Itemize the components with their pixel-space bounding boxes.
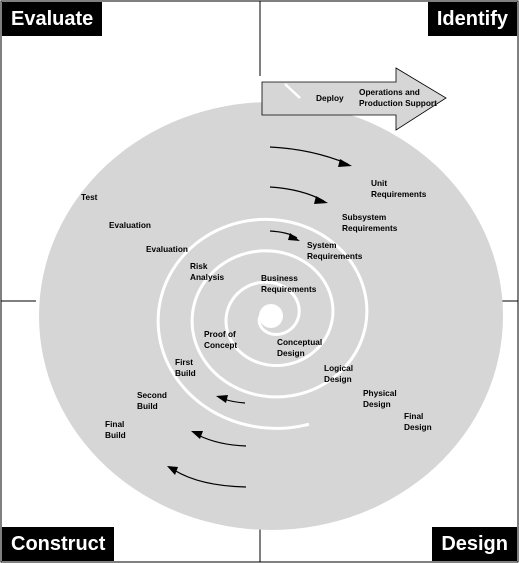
system-req-arrowhead: [288, 233, 300, 241]
second-build-label-line2: Build: [137, 401, 158, 411]
requirement-progress-arrows: [269, 146, 352, 241]
system-req-label-line2: Requirements: [307, 251, 363, 261]
physical-design-label-line2: Design: [363, 399, 391, 409]
operations-label-line2: Production Support: [359, 98, 437, 108]
proof-of-concept-label-line1: Proof of: [204, 329, 236, 339]
evaluation-inner-label: Evaluation: [146, 244, 188, 254]
proof-of-concept-label-line2: Concept: [204, 340, 237, 350]
physical-design-label-line1: Physical: [363, 388, 397, 398]
quadrant-identify: Identify: [427, 2, 517, 36]
quadrant-construct: Construct: [2, 527, 115, 561]
subsystem-req-label-line1: Subsystem: [342, 212, 386, 222]
business-req-label-line2: Requirements: [261, 284, 317, 294]
business-req-label-line1: Business: [261, 273, 298, 283]
risk-analysis-label-line2: Analysis: [190, 272, 225, 282]
subsystem-req-label-line2: Requirements: [342, 223, 398, 233]
system-req-arrow: [269, 230, 298, 239]
unit-req-label-line2: Requirements: [371, 189, 427, 199]
first-build-label-line1: First: [175, 357, 193, 367]
final-build-label-line1: Final: [105, 419, 124, 429]
conceptual-design-label-line2: Design: [277, 348, 305, 358]
quadrant-evaluate: Evaluate: [2, 2, 103, 36]
quadrant-design: Design: [432, 527, 517, 561]
subsystem-req-arrowhead: [314, 196, 328, 204]
deploy-label: Deploy: [316, 93, 344, 103]
unit-req-label-line1: Unit: [371, 178, 387, 188]
final-build-label-line2: Build: [105, 430, 126, 440]
second-build-arrowhead: [191, 431, 203, 439]
deploy-arrow-joint: [284, 83, 301, 99]
evaluation-outer-label: Evaluation: [109, 220, 151, 230]
deploy-arrow: [261, 67, 447, 131]
test-label: Test: [81, 192, 98, 202]
second-build-label-line1: Second: [137, 390, 167, 400]
unit-req-arrowhead: [338, 159, 352, 167]
conceptual-design-label-line1: Conceptual: [277, 337, 322, 347]
first-build-arrowhead: [216, 395, 228, 403]
second-build-arrow: [197, 434, 247, 447]
final-design-label-line2: Design: [404, 422, 432, 432]
system-req-label-line1: System: [307, 240, 337, 250]
build-progress-arrows: [167, 395, 247, 488]
risk-analysis-label-line1: Risk: [190, 261, 208, 271]
first-build-label-line2: Build: [175, 368, 196, 378]
logical-design-label-line1: Logical: [324, 363, 353, 373]
final-design-label-line1: Final: [404, 411, 423, 421]
spiral-center: [259, 304, 283, 328]
final-build-arrow: [173, 469, 247, 488]
spiral-separator: [156, 217, 369, 430]
logical-design-label-line2: Design: [324, 374, 352, 384]
final-build-arrowhead: [167, 466, 178, 475]
operations-label-line1: Operations and: [359, 87, 420, 97]
